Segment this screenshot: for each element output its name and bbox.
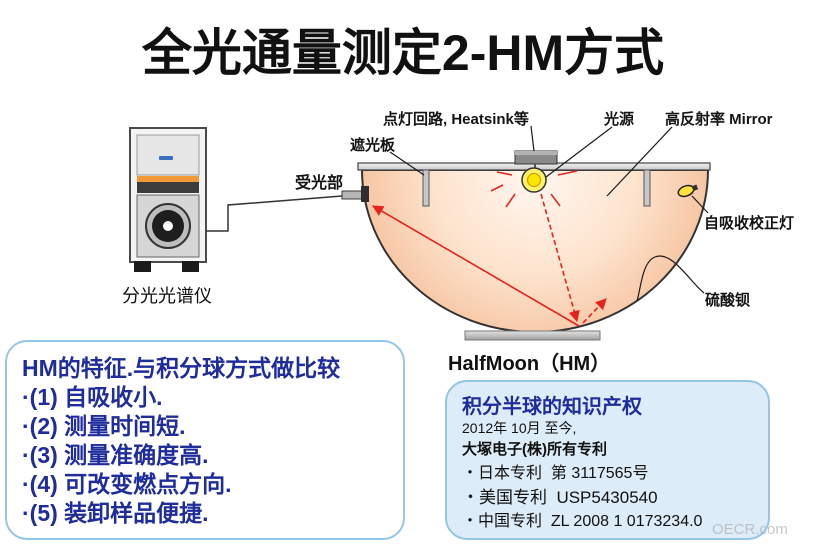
patents-since: 2012年 10月 至今, (462, 420, 577, 436)
baffle-right (643, 169, 651, 207)
baffle-left (422, 169, 430, 207)
features-heading: HM的特征.与积分球方式做比较 (22, 355, 341, 381)
spectrometer-logo-mark (159, 156, 173, 160)
feature-item: ·(3) 测量准确度高. (22, 442, 209, 468)
coating-label: 硫酸钡 (705, 291, 750, 309)
light-source-core (526, 172, 542, 188)
circuit-label: 点灯回路, Heatsink等 (383, 110, 529, 128)
mirror-label: 高反射率 Mirror (665, 110, 773, 128)
spectrometer-device (129, 127, 207, 272)
leader-line-coating (636, 255, 705, 302)
correction-lamp-base (691, 184, 699, 191)
patents-heading: 积分半球的知识产权 (462, 396, 642, 418)
correction-lamp (677, 184, 699, 198)
detector-label: 受光部 (295, 173, 343, 192)
patent-item-japan: ・日本专利 第 3117565号 (462, 465, 649, 482)
slide-title: 全光通量测定2-HM方式 (141, 25, 665, 81)
spectrometer-foot-right (182, 261, 199, 272)
light-ray-dash (550, 193, 561, 207)
light-ray-dash (496, 171, 513, 176)
feature-item: ·(2) 测量时间短. (22, 413, 186, 439)
baffle-label: 遮光板 (350, 136, 396, 154)
spectrometer-label: 分光光谱仪 (122, 286, 212, 306)
light-ray-dash (490, 184, 504, 192)
spectrometer-foot-left (134, 261, 151, 272)
patents-box: 积分半球的知识产权 2012年 10月 至今, 大塚电子(株)所有专利 ・日本专… (445, 380, 770, 540)
light-source-label: 光源 (603, 110, 634, 128)
feature-item: ·(5) 装卸样品便捷. (22, 500, 209, 526)
correction-lamp-label: 自吸收校正灯 (704, 214, 794, 232)
device-name-label: HalfMoon（HM） (448, 352, 610, 375)
spectrometer-top-panel (136, 134, 200, 176)
fiber-cable (206, 195, 343, 232)
heatsink-top (515, 151, 557, 155)
patents-owner: 大塚电子(株)所有专利 (462, 441, 607, 458)
scattered-ray (582, 298, 607, 324)
light-ray-dash (557, 170, 578, 176)
leader-line-mirror (606, 126, 673, 197)
leader-line-circuit (530, 125, 535, 152)
leader-line-baffle (389, 151, 425, 176)
features-box: HM的特征.与积分球方式做比较 ·(1) 自吸收小. ·(2) 测量时间短. ·… (5, 340, 405, 540)
light-ray-dash (505, 193, 516, 208)
leader-line-correction-lamp (691, 195, 709, 214)
leader-line-light-source (545, 126, 613, 178)
detector-port (341, 190, 365, 200)
feature-item: ·(1) 自吸收小. (22, 384, 163, 410)
patent-item-china: ・中国专利 ZL 2008 1 0173234.0 (462, 513, 703, 530)
patent-item-usa: ・美国专利 USP5430540 (462, 488, 658, 507)
detector-mount (361, 186, 369, 202)
hemisphere-bowl (360, 169, 710, 333)
spectrometer-orange-band (137, 176, 199, 182)
reflected-ray-to-detector (372, 205, 580, 327)
watermark: OECR.com (712, 521, 788, 538)
direct-ray (540, 193, 580, 323)
feature-item: ·(4) 可改变燃点方向. (22, 471, 232, 497)
hemisphere-base (464, 330, 601, 341)
spectrometer-lens-center (163, 221, 173, 231)
spectrometer-dark-band (137, 182, 199, 193)
